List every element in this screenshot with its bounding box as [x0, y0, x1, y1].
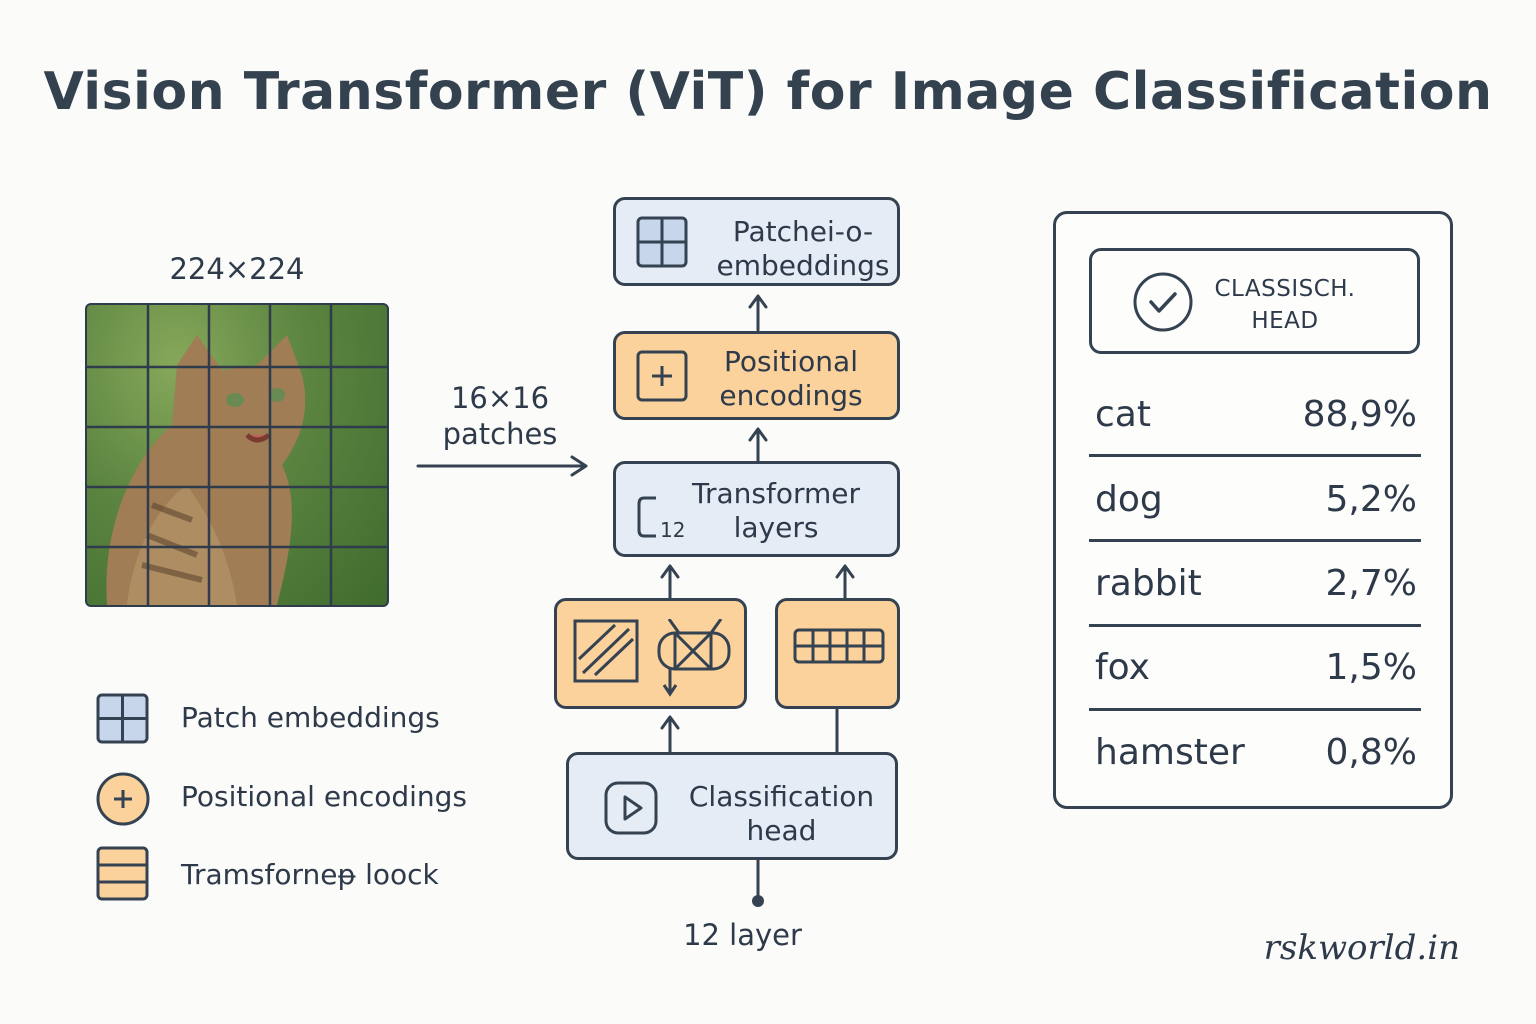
layer-count-icon-text: 12: [660, 518, 686, 542]
patches-label: 16×16 patches: [420, 380, 580, 452]
patches-word: patches: [442, 417, 558, 451]
result-label-fox: fox: [1095, 647, 1150, 688]
classification-head-label: Classification head: [674, 780, 889, 848]
play-icon: [604, 781, 658, 835]
image-size-label: 224×224: [169, 252, 305, 286]
classification-line1: Classification: [688, 780, 875, 813]
divider: [1089, 454, 1421, 457]
divider: [1089, 539, 1421, 542]
check-circle-icon: [1133, 272, 1193, 332]
result-label-dog: dog: [1095, 479, 1163, 520]
page-title: Vision Transformer (ViT) for Image Class…: [43, 62, 1493, 122]
result-value-fox: 1,5%: [1325, 647, 1417, 688]
positional-line1: Positional: [724, 345, 858, 378]
mlp-grid-icon: [793, 628, 885, 664]
divider: [1089, 624, 1421, 627]
transformer-line1: Transformer: [691, 477, 860, 510]
divider: [1089, 708, 1421, 711]
grid-icon: [636, 216, 688, 268]
classification-head-box: Classification head: [566, 752, 898, 860]
attention-cross-icon: [657, 619, 731, 697]
attention-block: [554, 598, 747, 709]
patch-embeddings-label: Patchei-o- embeddings: [708, 215, 898, 283]
legend-block-icon: [96, 846, 149, 901]
positional-encodings-box: Positional encodings: [613, 331, 900, 420]
head-title-line2: HEAD: [1251, 308, 1319, 334]
result-value-cat: 88,9%: [1302, 394, 1417, 435]
positional-line2: encodings: [719, 379, 863, 412]
legend-item-transformer-block: Tramsforneᵽ loock: [181, 858, 439, 891]
watermark: rskworld.in: [1263, 928, 1460, 968]
mlp-block: [775, 598, 900, 709]
patches-size: 16×16: [450, 381, 550, 415]
result-value-dog: 5,2%: [1325, 479, 1417, 520]
classification-head-card: [1089, 248, 1420, 354]
result-label-rabbit: rabbit: [1095, 563, 1202, 604]
result-value-hamster: 0,8%: [1325, 732, 1417, 773]
hatched-square-icon: [573, 619, 639, 683]
legend-item-positional-encodings: Positional encodings: [181, 780, 468, 813]
legend-grid-icon: [96, 693, 149, 744]
layer-count-label: 12 layer: [683, 918, 802, 952]
positional-encodings-label: Positional encodings: [701, 345, 881, 413]
legend-plus-circle-icon: [96, 772, 150, 826]
transformer-layers-box: 12 Transformer layers: [613, 461, 900, 557]
patch-embeddings-box: Patchei-o- embeddings: [613, 197, 900, 286]
transformer-layers-label: Transformer layers: [676, 477, 876, 545]
classification-line2: head: [746, 814, 817, 847]
head-title-line1: CLASSISCH.: [1214, 276, 1356, 302]
result-label-cat: cat: [1095, 394, 1151, 435]
plus-icon: [636, 350, 688, 402]
classification-head-title: CLASSISCH. HEAD: [1200, 273, 1370, 337]
patch-embeddings-line1: Patchei-o-: [732, 215, 874, 248]
patch-embeddings-line2: embeddings: [716, 249, 890, 282]
input-cat-image: [85, 303, 389, 607]
layer-bracket-icon: [637, 496, 656, 538]
result-label-hamster: hamster: [1095, 732, 1245, 773]
result-value-rabbit: 2,7%: [1325, 563, 1417, 604]
transformer-line2: layers: [733, 511, 819, 544]
legend-item-patch-embeddings: Patch embeddings: [181, 701, 440, 734]
